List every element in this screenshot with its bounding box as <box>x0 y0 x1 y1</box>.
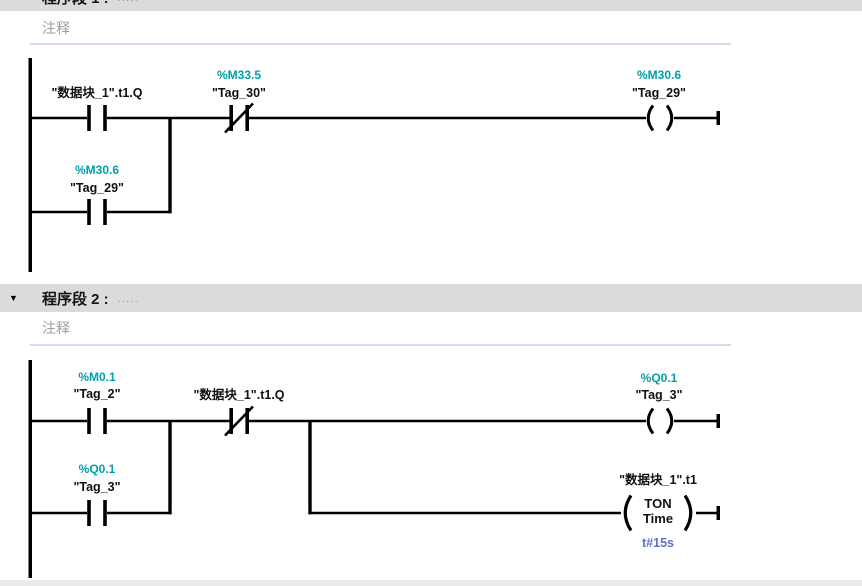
network1-title: 程序段 1 : <box>42 0 109 8</box>
network1-rung: "数据块_1".t1.Q %M33.5 "Tag_30" %M30.6 "Tag… <box>28 58 720 272</box>
contact-tag[interactable]: "Tag_29" <box>70 181 124 195</box>
rung-end-tick <box>716 111 720 125</box>
collapse-triangle-icon[interactable]: ▼ <box>9 0 22 2</box>
nc-contact[interactable]: "数据块_1".t1.Q <box>193 387 285 437</box>
ton-timer-coil[interactable]: "数据块_1".t1 TON Time t#15s <box>619 472 697 550</box>
contact-tag[interactable]: "Tag_3" <box>73 480 120 494</box>
bottom-divider <box>0 580 862 586</box>
network2-rung: %M0.1 "Tag_2" "数据块_1".t1.Q %Q0.1 "Tag_3" <box>28 360 720 578</box>
contact-address[interactable]: %M33.5 <box>217 68 261 82</box>
network1-header[interactable]: ▼ 程序段 1 : ..... <box>0 0 862 11</box>
no-contact[interactable]: %M30.6 "Tag_29" <box>70 163 124 225</box>
timer-preset-value[interactable]: t#15s <box>642 536 674 550</box>
coil-tag[interactable]: "Tag_29" <box>632 86 686 100</box>
output-coil[interactable]: %Q0.1 "Tag_3" <box>635 371 683 435</box>
output-coil[interactable]: %M30.6 "Tag_29" <box>632 68 686 132</box>
contact-address[interactable]: %M30.6 <box>75 163 119 177</box>
contact-operand[interactable]: "数据块_1".t1.Q <box>51 85 142 100</box>
network1-comment-field[interactable]: 注释 <box>42 20 70 36</box>
timer-data-type: Time <box>643 511 673 526</box>
rung-end-tick <box>716 414 720 428</box>
contact-address[interactable]: %M0.1 <box>78 370 116 384</box>
nc-contact[interactable]: %M33.5 "Tag_30" <box>212 68 266 134</box>
rung-end-tick <box>716 506 720 520</box>
power-rail <box>28 58 32 272</box>
collapse-triangle-icon[interactable]: ▼ <box>9 293 18 303</box>
network2-title: 程序段 2 : <box>42 290 109 308</box>
network2-title-placeholder[interactable]: ..... <box>117 293 140 305</box>
timer-operand[interactable]: "数据块_1".t1 <box>619 472 697 487</box>
network2-comment-field[interactable]: 注释 <box>42 320 70 336</box>
comment-underline <box>30 43 731 45</box>
coil-tag[interactable]: "Tag_3" <box>635 388 682 402</box>
network1-title-placeholder[interactable]: ..... <box>118 0 139 4</box>
contact-tag[interactable]: "Tag_2" <box>73 387 120 401</box>
no-contact[interactable]: %M0.1 "Tag_2" <box>73 370 121 434</box>
contact-address[interactable]: %Q0.1 <box>79 462 116 476</box>
contact-operand[interactable]: "数据块_1".t1.Q <box>193 387 284 402</box>
no-contact[interactable]: %Q0.1 "Tag_3" <box>73 462 121 526</box>
timer-type: TON <box>644 496 671 511</box>
no-contact[interactable]: "数据块_1".t1.Q <box>51 85 143 131</box>
power-rail <box>28 360 32 578</box>
coil-address[interactable]: %Q0.1 <box>641 371 678 385</box>
contact-tag[interactable]: "Tag_30" <box>212 86 266 100</box>
network2-header[interactable]: ▼ 程序段 2 : ..... <box>0 284 862 312</box>
comment-underline <box>30 344 731 346</box>
coil-address[interactable]: %M30.6 <box>637 68 681 82</box>
